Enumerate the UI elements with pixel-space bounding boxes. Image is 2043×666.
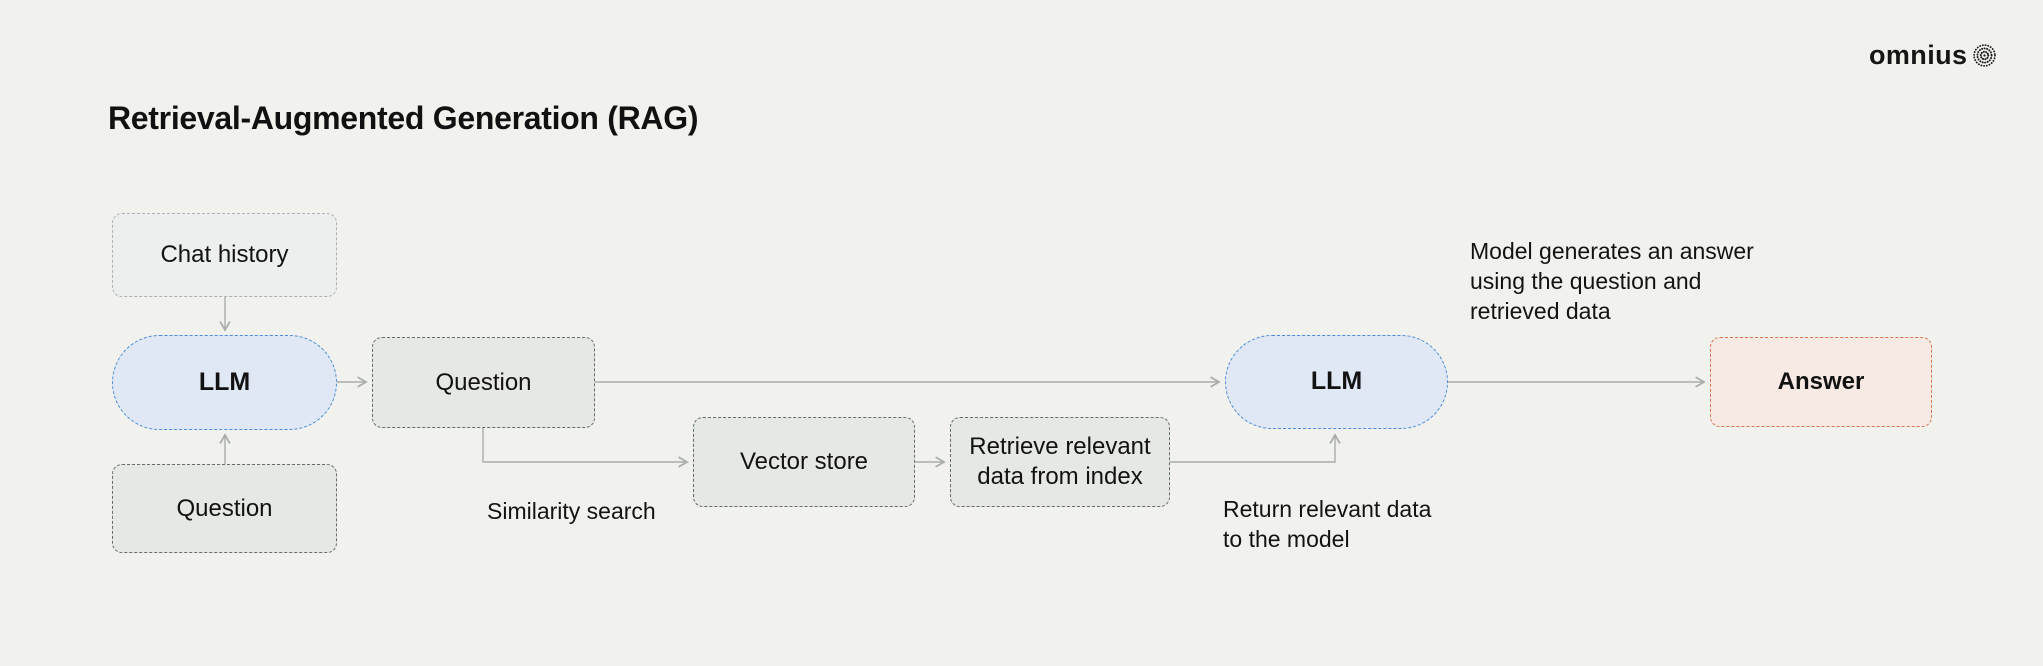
label-return-relevant-data: Return relevant data to the model (1223, 496, 1432, 552)
node-retrieve-data: Retrieve relevant data from index (950, 417, 1170, 507)
node-question-middle: Question (372, 337, 595, 428)
dotted-sphere-icon (1973, 44, 1997, 67)
node-llm-right: LLM (1225, 335, 1448, 429)
label-model-generates-answer: Model generates an answer using the ques… (1470, 238, 1754, 324)
node-llm-left: LLM (112, 335, 337, 430)
node-chat-history: Chat history (112, 213, 337, 297)
page-title: Retrieval-Augmented Generation (RAG) (108, 100, 699, 136)
edge-retrieve-to-llm-right (1170, 433, 1341, 463)
brand-logo-text: omnius (1869, 40, 1968, 70)
brand-logo: omnius (1869, 42, 1997, 69)
label-similarity-search: Similarity search (487, 498, 656, 524)
edge-question-to-vector-store (482, 428, 689, 468)
node-answer: Answer (1710, 337, 1932, 427)
node-vector-store: Vector store (693, 417, 915, 507)
node-question-left: Question (112, 464, 337, 553)
